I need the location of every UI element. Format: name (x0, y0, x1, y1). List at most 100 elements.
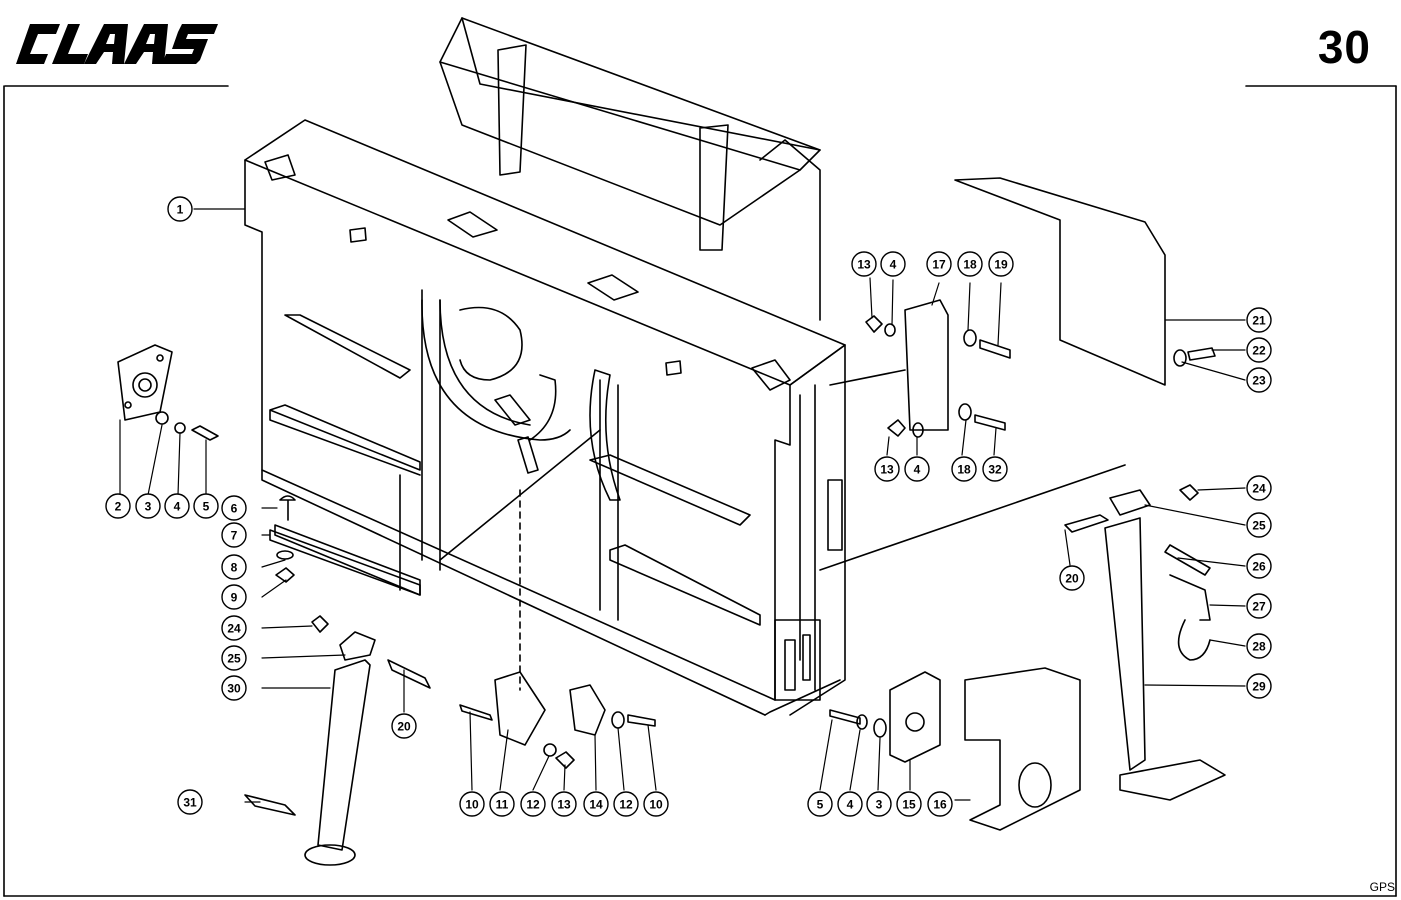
callout-label: 9 (231, 591, 238, 605)
washer-18a (963, 329, 977, 347)
callout-c3a: 3 (135, 493, 161, 519)
callout-circle (459, 791, 485, 817)
bracket-25b (1109, 489, 1151, 516)
callout-c30: 30 (221, 675, 247, 701)
callout-label: 24 (227, 622, 241, 636)
callout-circle (221, 615, 247, 641)
callout-circle (583, 791, 609, 817)
callout-c10a: 10 (459, 791, 485, 817)
callout-c8: 8 (221, 554, 247, 580)
callout-circle (613, 791, 639, 817)
callout-c10b: 10 (643, 791, 669, 817)
nut-13b (865, 315, 883, 333)
bracket-25a (339, 631, 376, 661)
nut-24b (1179, 484, 1199, 501)
callout-label: 24 (1252, 482, 1266, 496)
callout-c7: 7 (221, 522, 247, 548)
callout-c6: 6 (221, 495, 247, 521)
callout-circle (904, 456, 930, 482)
callout-label: 13 (857, 258, 871, 272)
foot-29 (1119, 759, 1226, 801)
callout-c17: 17 (926, 251, 952, 277)
callout-c13c: 13 (874, 456, 900, 482)
washer-3b (873, 718, 887, 738)
bolt-5b (829, 709, 861, 725)
callout-label: 12 (619, 798, 633, 812)
callout-label: 4 (847, 798, 854, 812)
callout-label: 11 (496, 798, 509, 812)
callout-c25b: 25 (1246, 512, 1272, 538)
callout-label: 5 (817, 798, 824, 812)
callout-circle (391, 713, 417, 739)
callout-c13a: 13 (551, 791, 577, 817)
nut-13a (555, 751, 575, 769)
callout-label: 18 (957, 463, 971, 477)
callout-c9: 9 (221, 584, 247, 610)
callout-c29: 29 (1246, 673, 1272, 699)
callout-circle (1246, 512, 1272, 538)
callout-circle (167, 196, 193, 222)
bolt-20a (387, 659, 431, 689)
nut-24a (311, 615, 329, 633)
callout-c19: 19 (988, 251, 1014, 277)
leader-25 (819, 464, 1126, 571)
callout-circle (221, 645, 247, 671)
callout-c27: 27 (1246, 593, 1272, 619)
pin-26 (1164, 544, 1211, 576)
callout-label: 16 (933, 798, 947, 812)
nut-13c (887, 419, 906, 437)
callout-circle (851, 251, 877, 277)
bolt-32 (974, 414, 1006, 431)
callout-c18b: 18 (951, 456, 977, 482)
washer-18b (958, 403, 972, 421)
callout-c24a: 24 (221, 615, 247, 641)
callout-circle (1246, 673, 1272, 699)
callout-circle (1246, 307, 1272, 333)
lockwasher-4b (856, 714, 868, 730)
washer-8 (276, 550, 294, 560)
callout-c26: 26 (1246, 553, 1272, 579)
callout-c25a: 25 (221, 645, 247, 671)
bolt-5a (191, 425, 219, 441)
callout-circle (135, 493, 161, 519)
callout-label: 29 (1252, 680, 1266, 694)
callout-circle (221, 675, 247, 701)
callout-label: 31 (183, 796, 197, 810)
plate-14 (569, 684, 606, 736)
shield-16-boss (1018, 762, 1052, 808)
callout-c28: 28 (1246, 633, 1272, 659)
shield-16 (964, 667, 1081, 831)
callout-label: 32 (988, 463, 1002, 477)
callout-label: 22 (1252, 344, 1266, 358)
callout-label: 12 (526, 798, 540, 812)
callout-circle (551, 791, 577, 817)
callout-label: 1 (177, 203, 184, 217)
callout-c12a: 12 (520, 791, 546, 817)
leader-17 (829, 369, 906, 386)
callout-circle (177, 789, 203, 815)
lockwasher-4d (912, 422, 924, 438)
callout-label: 13 (880, 463, 894, 477)
callout-c4c: 4 (880, 251, 906, 277)
callout-label: 27 (1252, 600, 1266, 614)
callout-c31: 31 (177, 789, 203, 815)
callout-c18a: 18 (957, 251, 983, 277)
callout-label: 14 (589, 798, 603, 812)
callout-circle (957, 251, 983, 277)
callout-label: 23 (1252, 374, 1266, 388)
callout-circle (193, 493, 219, 519)
screw-6 (279, 495, 296, 521)
callout-label: 30 (227, 682, 241, 696)
bolt-20b (1064, 514, 1109, 533)
callout-circle (988, 251, 1014, 277)
callout-circle (807, 791, 833, 817)
callout-c23: 23 (1246, 367, 1272, 393)
callout-label: 5 (203, 500, 210, 514)
callout-circle (896, 791, 922, 817)
callout-label: 25 (227, 652, 241, 666)
washer-3a (155, 411, 169, 425)
callout-label: 21 (1252, 314, 1266, 328)
callout-circle (1059, 565, 1085, 591)
callout-c14: 14 (583, 791, 609, 817)
